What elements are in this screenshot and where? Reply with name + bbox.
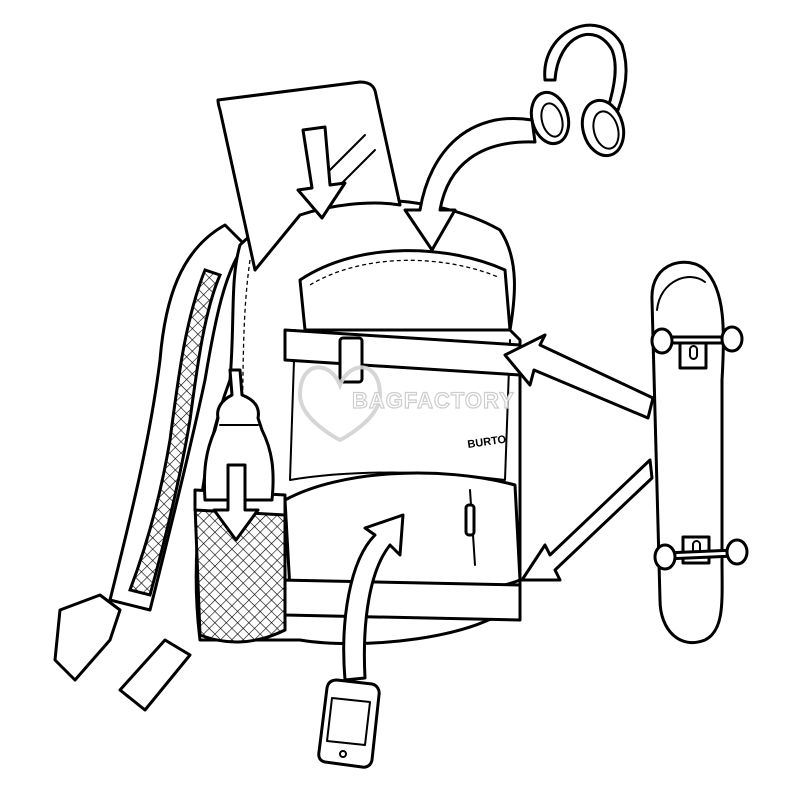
brand-label: BURTO <box>467 434 508 451</box>
headphones <box>529 23 628 158</box>
skateboard-arrow-lower <box>520 458 654 582</box>
bottle-arrow <box>212 463 260 542</box>
shoulder-strap <box>53 223 247 712</box>
skateboard-arrow-upper <box>503 333 655 420</box>
water-bottle <box>202 368 275 502</box>
watermark-text: BAGFACTORY <box>352 388 515 413</box>
laptop-arrow <box>296 125 347 220</box>
headphones-arrow <box>403 117 537 252</box>
skateboard <box>650 260 749 645</box>
phone-arrow <box>342 513 405 682</box>
watermark: BAGFACTORY <box>297 365 515 443</box>
phone <box>317 678 381 769</box>
